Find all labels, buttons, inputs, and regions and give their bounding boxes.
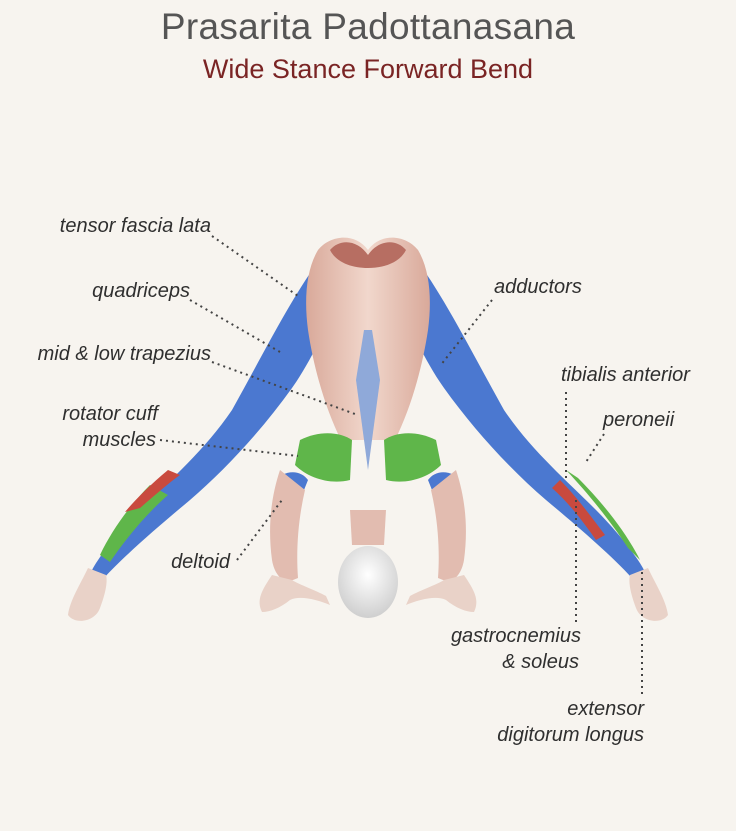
label-adductors: adductors bbox=[494, 276, 582, 298]
leader-lines bbox=[159, 235, 643, 694]
label-extensor-line1: extensor bbox=[567, 698, 644, 720]
label-extensor-line2: digitorum longus bbox=[497, 724, 644, 746]
label-gastrocnemius-line2: & soleus bbox=[502, 651, 579, 673]
label-rotator-cuff-line2: muscles bbox=[82, 429, 156, 451]
label-quadriceps: quadriceps bbox=[92, 280, 190, 302]
head bbox=[338, 510, 398, 618]
label-tibialis-anterior: tibialis anterior bbox=[561, 364, 690, 386]
label-gastrocnemius-line1: gastrocnemius bbox=[450, 625, 581, 647]
left-arm bbox=[259, 470, 330, 612]
page-title: Prasarita Padottanasana bbox=[160, 6, 576, 47]
left-leg bbox=[68, 262, 340, 621]
right-arm bbox=[406, 470, 477, 612]
torso bbox=[280, 237, 456, 500]
page-subtitle: Wide Stance Forward Bend bbox=[202, 54, 534, 84]
right-leg bbox=[396, 262, 668, 621]
label-deltoid: deltoid bbox=[171, 551, 230, 573]
label-rotator-cuff-line1: rotator cuff bbox=[62, 403, 158, 425]
label-peroneii: peroneii bbox=[603, 409, 675, 431]
label-tensor-fascia-lata: tensor fascia lata bbox=[59, 215, 211, 237]
label-mid-low-trapezius: mid & low trapezius bbox=[37, 343, 211, 365]
